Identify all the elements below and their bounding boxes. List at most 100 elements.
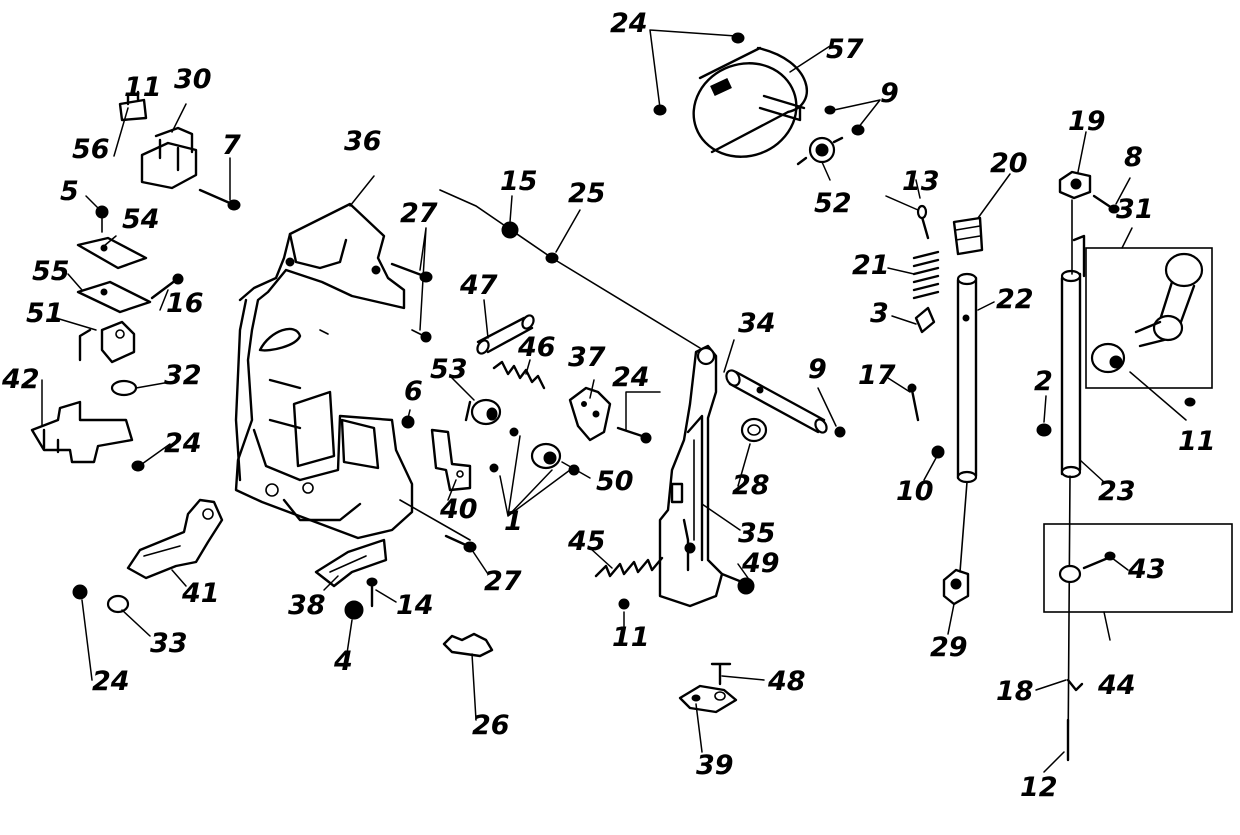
assembly-axis-line-lower xyxy=(399,499,471,541)
part-4-nut xyxy=(344,600,364,620)
part-3-clip xyxy=(914,306,936,334)
part-10-nut xyxy=(931,445,945,459)
part-33-roller xyxy=(106,594,130,614)
label-16: 16 xyxy=(166,288,204,319)
label-21: 21 xyxy=(852,250,890,281)
label-3: 3 xyxy=(870,298,889,329)
label-47: 47 xyxy=(459,270,498,301)
label-13: 13 xyxy=(902,166,940,197)
part-38-plate xyxy=(314,538,388,588)
label-22: 22 xyxy=(996,284,1034,315)
label-45: 45 xyxy=(567,526,606,557)
part-13-pin xyxy=(916,204,930,240)
label-51: 51 xyxy=(26,298,64,329)
label-31: 31 xyxy=(1116,194,1154,225)
part-43-pin xyxy=(1058,551,1116,584)
part-34-shaft xyxy=(725,369,828,434)
part-24-screws-top xyxy=(653,32,745,116)
label-54: 54 xyxy=(122,204,160,235)
leader-lines xyxy=(41,29,1187,773)
label-12: 12 xyxy=(1020,772,1058,803)
part-55-plate xyxy=(76,280,152,314)
label-23: 23 xyxy=(1098,476,1136,507)
label-9-right: 9 xyxy=(808,354,827,385)
label-29: 29 xyxy=(930,632,968,663)
part-8-screw xyxy=(1092,194,1120,214)
part-21-spring xyxy=(912,250,940,300)
label-52: 52 xyxy=(814,188,852,219)
part-49-nut xyxy=(720,572,755,595)
label-30: 30 xyxy=(174,64,212,95)
label-27-upper: 27 xyxy=(400,198,438,229)
part-11-screw-lower xyxy=(618,598,630,610)
label-19: 19 xyxy=(1068,106,1106,137)
label-25: 25 xyxy=(568,178,606,209)
part-20-spring-cap xyxy=(952,216,984,256)
label-20: 20 xyxy=(990,148,1028,179)
label-17: 17 xyxy=(858,360,896,391)
label-2: 2 xyxy=(1034,366,1053,397)
part-14-screw xyxy=(366,577,378,608)
label-38: 38 xyxy=(288,590,326,621)
part-50-bushing xyxy=(509,427,562,470)
part-32-roller xyxy=(110,379,138,397)
label-46: 46 xyxy=(517,332,556,363)
part-9-pin-right xyxy=(834,426,846,438)
label-8: 8 xyxy=(1124,142,1143,173)
label-53: 53 xyxy=(430,354,468,385)
label-34: 34 xyxy=(738,308,776,339)
part-27-screw-lower xyxy=(444,534,477,553)
part-9-screws-top xyxy=(824,105,865,136)
part-24-screw-mid xyxy=(616,426,652,444)
part-56-clip xyxy=(118,90,148,122)
label-5: 5 xyxy=(60,176,79,207)
part-48-screw xyxy=(710,662,732,686)
label-39: 39 xyxy=(696,750,734,781)
label-32: 32 xyxy=(164,360,202,391)
label-27-lower: 27 xyxy=(484,566,522,597)
label-11-right: 11 xyxy=(1178,426,1216,457)
part-46-spring xyxy=(492,360,546,390)
reference-labels: 24 57 9 52 30 11 56 7 36 27 15 25 5 54 5… xyxy=(1,8,1216,803)
part-29-clip xyxy=(942,568,970,606)
part-52-gear xyxy=(796,136,844,166)
part-37-cam xyxy=(568,386,612,442)
label-44: 44 xyxy=(1097,670,1136,701)
part-35-lever xyxy=(658,344,724,608)
part-47-shaft xyxy=(476,314,535,355)
part-23-link-line xyxy=(1067,475,1071,761)
part-42-base xyxy=(30,400,134,464)
part-31-crank-assembly xyxy=(1090,252,1204,374)
label-24-top: 24 xyxy=(610,8,648,39)
label-55: 55 xyxy=(32,256,70,287)
part-40-bracket xyxy=(430,428,472,492)
part-28-washer xyxy=(740,417,768,443)
part-30-bracket xyxy=(140,126,198,190)
label-15: 15 xyxy=(500,166,538,197)
part-23-column xyxy=(1060,234,1086,479)
part-2-screw xyxy=(1036,423,1052,437)
label-7: 7 xyxy=(222,130,241,161)
label-28: 28 xyxy=(732,470,770,501)
label-57: 57 xyxy=(826,34,864,65)
inset-box-44 xyxy=(1043,523,1233,613)
part-27-screws-upper xyxy=(390,262,433,343)
label-18: 18 xyxy=(996,676,1034,707)
part-54-plate xyxy=(76,236,148,270)
label-37: 37 xyxy=(568,342,606,373)
part-22-rod xyxy=(956,272,978,484)
label-42: 42 xyxy=(1,364,40,395)
part-5-screw xyxy=(95,205,109,233)
label-24-mid: 24 xyxy=(612,362,650,393)
part-18-hook xyxy=(1066,678,1084,692)
part-53-roller xyxy=(464,398,502,426)
label-40: 40 xyxy=(439,494,478,525)
label-48: 48 xyxy=(767,666,806,697)
label-11-top: 11 xyxy=(124,72,162,103)
part-24-screw-left xyxy=(131,460,145,472)
label-24-left: 24 xyxy=(164,428,202,459)
label-4: 4 xyxy=(333,646,353,677)
label-1: 1 xyxy=(504,506,523,537)
label-35: 35 xyxy=(738,518,776,549)
